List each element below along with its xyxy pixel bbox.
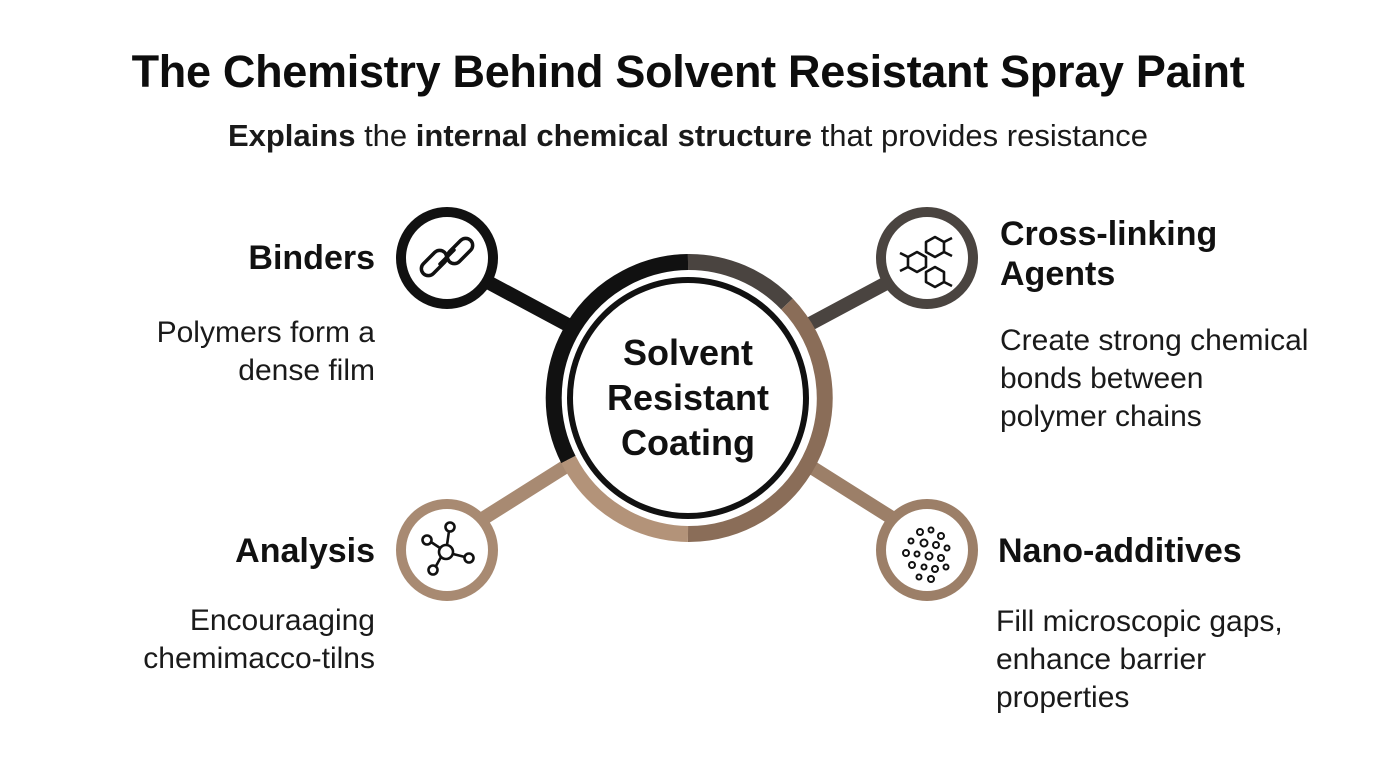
analysis-desc: Encouraaging chemimacco-tilns [143,604,375,675]
node-binders [396,207,498,309]
connector-crosslinking [801,273,899,332]
crosslinking-label: Cross-linking Agents [1000,215,1218,293]
crosslinking-desc: Create strong chemical bonds between pol… [1000,324,1309,433]
molecule-icon [421,521,475,576]
nano-desc: Fill microscopic gaps, enhance barrier p… [996,605,1283,714]
particles-icon [902,526,951,583]
connector-analysis [477,458,575,525]
analysis-label: Analysis [235,532,375,570]
connector-binders [477,273,575,332]
center-ring [545,253,833,543]
chain-link-icon [419,236,475,278]
nano-label: Nano-additives [998,532,1242,570]
page-title: The Chemistry Behind Solvent Resistant S… [131,46,1245,97]
binders-desc: Polymers form a dense film [156,316,375,387]
hexagon-network-icon [899,235,953,289]
center-label: Solvent Resistant Coating [606,332,770,463]
connector-nano [801,458,899,525]
node-analysis [396,499,498,601]
page-subtitle: Explains the internal chemical structure… [227,118,1149,153]
binders-label: Binders [248,239,375,277]
node-crosslinking [876,207,978,309]
node-nano [876,499,978,601]
